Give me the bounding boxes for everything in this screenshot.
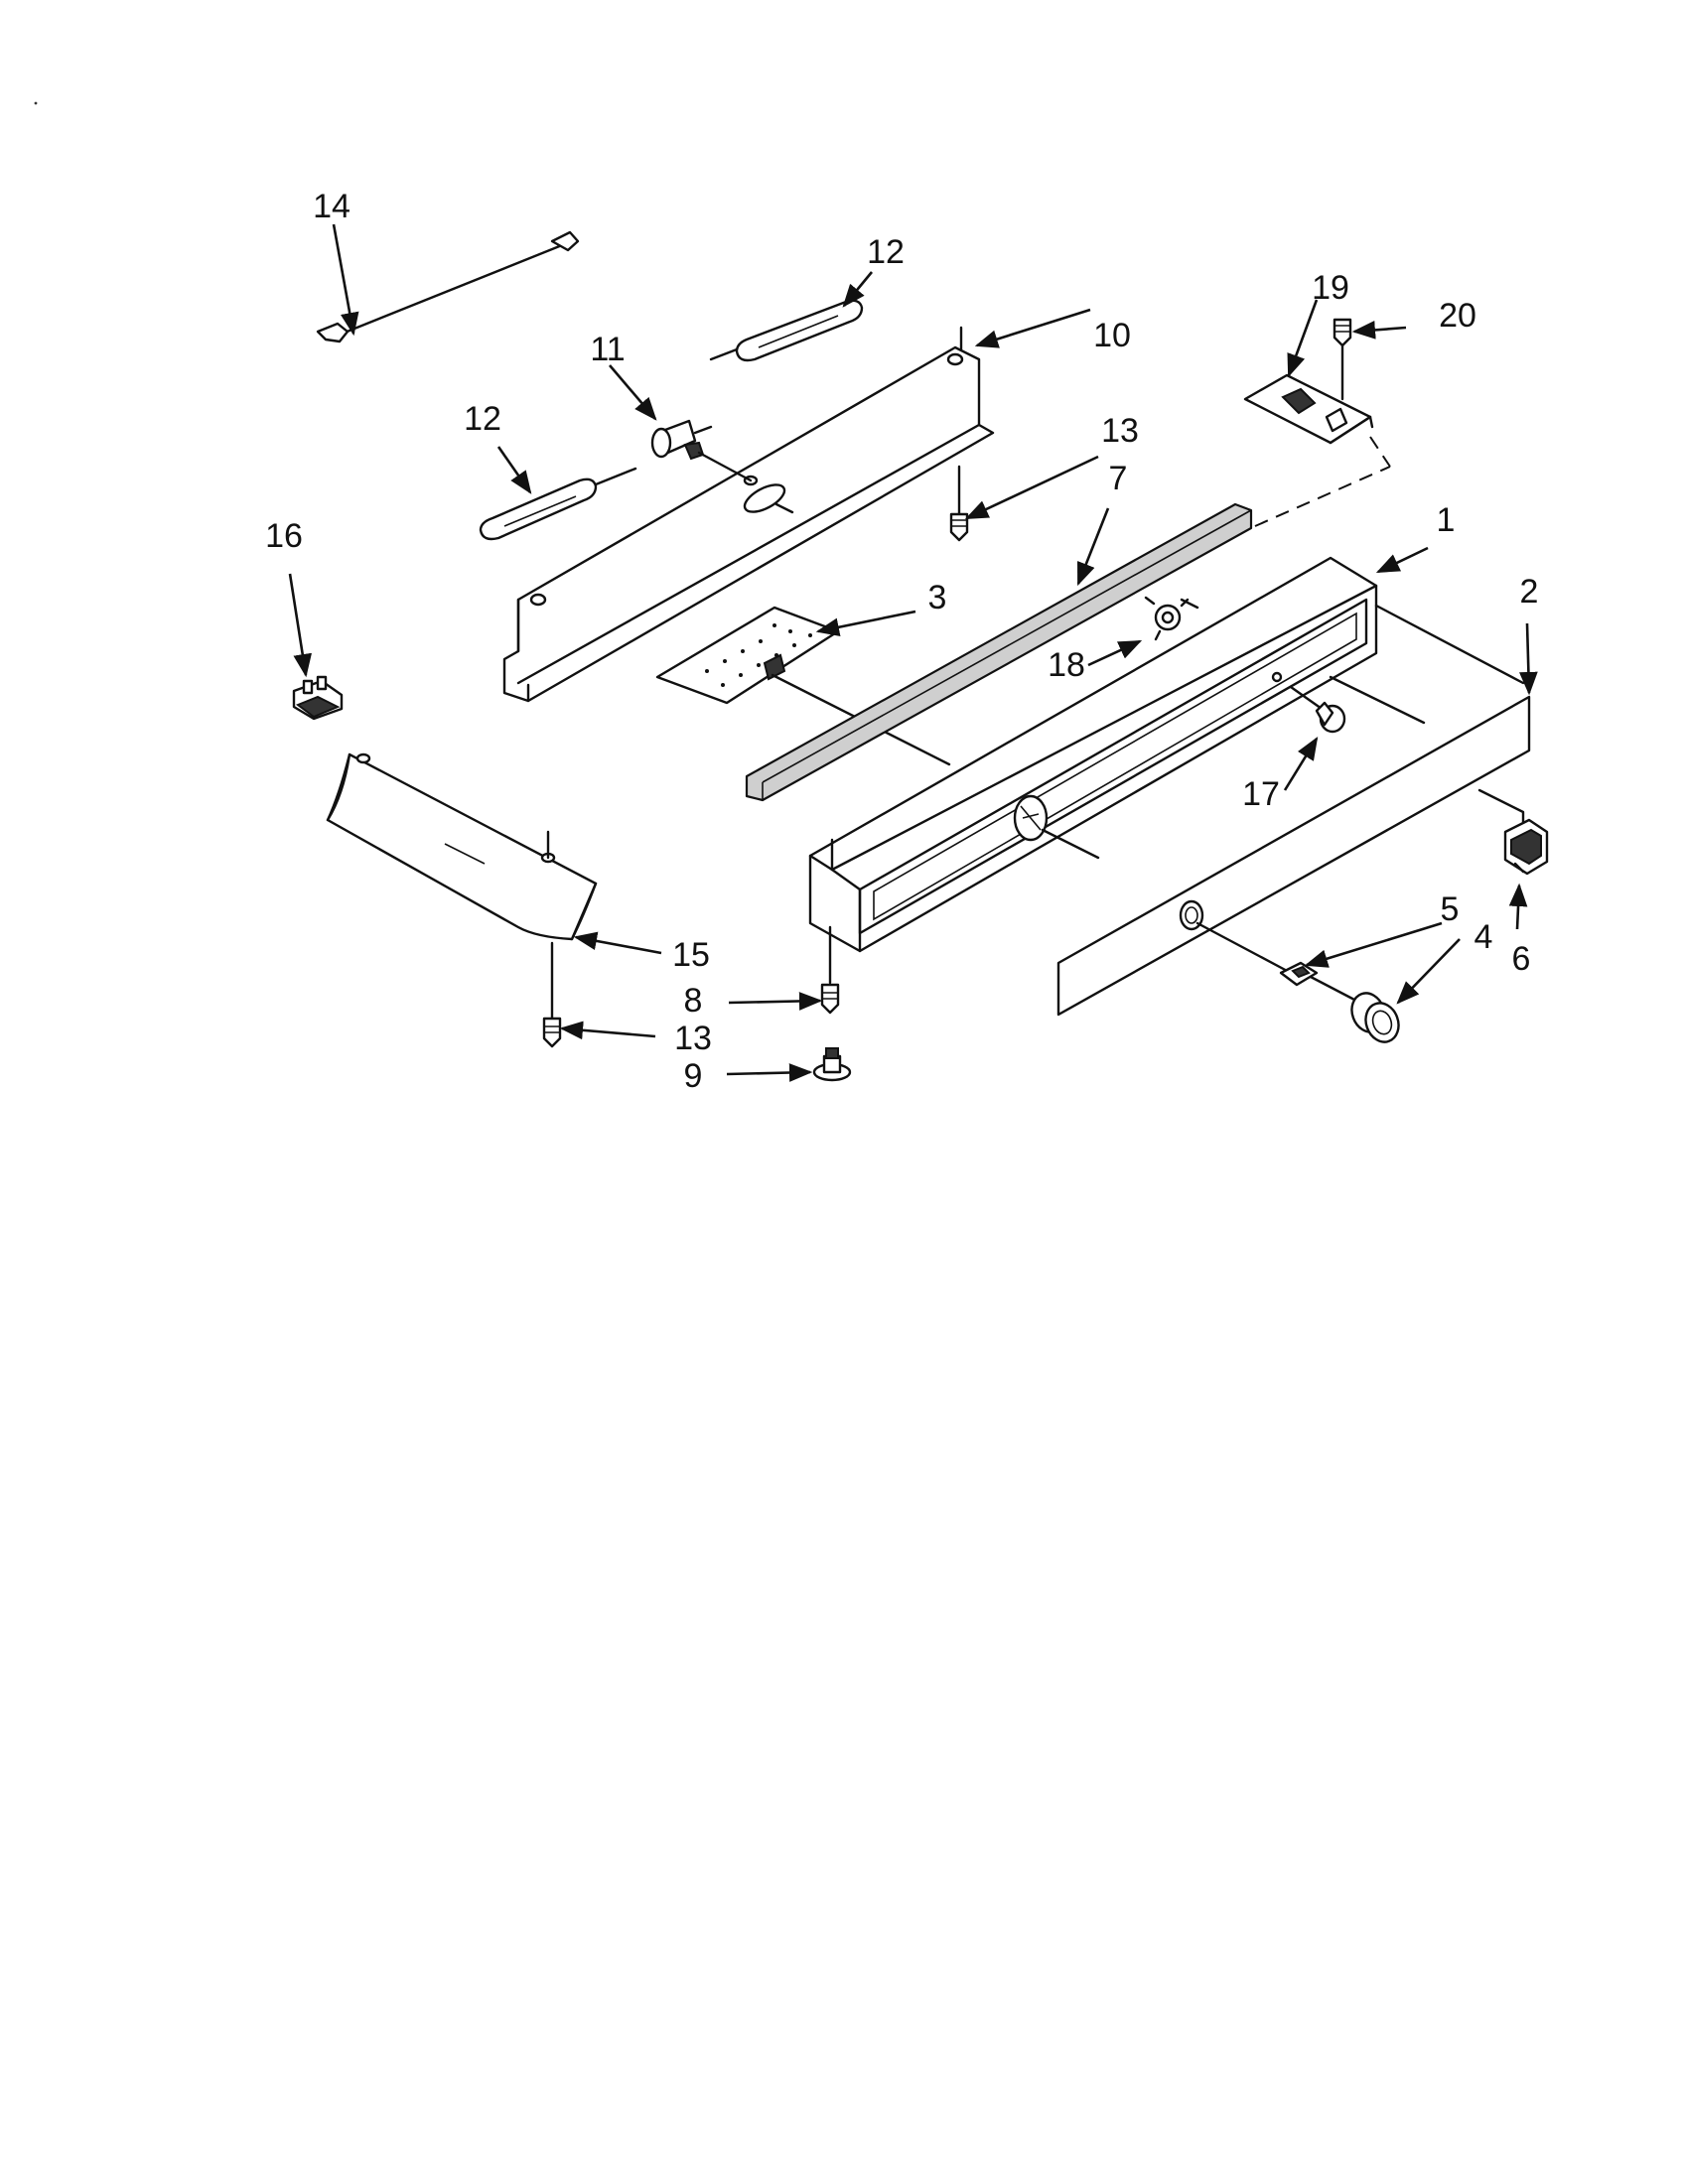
callout-20: 20 [1439, 297, 1476, 335]
callout-1: 1 [1437, 501, 1456, 539]
part-13-screw-lower [542, 1017, 562, 1048]
callout-14: 14 [313, 188, 351, 225]
callout-11: 11 [590, 331, 625, 368]
part-3-board [655, 606, 951, 766]
callout-labels: 14 12 10 11 12 13 7 1 16 3 2 18 17 19 20… [265, 188, 1538, 1095]
part-11-clip [650, 419, 713, 461]
callout-2: 2 [1520, 573, 1539, 611]
part-2-panel [1056, 695, 1531, 1017]
callout-9: 9 [684, 1057, 703, 1095]
part-5-clip [1279, 961, 1358, 1003]
part-10-bracket [502, 326, 995, 703]
part-1-housing [808, 556, 1525, 953]
part-19-relay [1243, 373, 1391, 468]
part-20-screw [1333, 318, 1352, 401]
part-9-foot [812, 1047, 852, 1082]
callout-5: 5 [1441, 890, 1460, 928]
callout-12-lower: 12 [464, 400, 501, 438]
callout-13-upper: 13 [1101, 412, 1139, 450]
leader-lines [288, 223, 1538, 1082]
part-4-knob [1350, 992, 1400, 1043]
speck [34, 101, 38, 105]
part-6-switch [1477, 788, 1549, 876]
callout-6: 6 [1512, 940, 1531, 978]
part-12-upper [709, 299, 864, 362]
callout-12-upper: 12 [867, 233, 905, 271]
part-15-deflector [326, 752, 598, 1021]
callout-16: 16 [265, 517, 303, 555]
callout-18: 18 [1048, 646, 1085, 684]
part-14-wire [316, 230, 580, 343]
part-8-screw [820, 925, 840, 1015]
callout-10: 10 [1093, 317, 1131, 354]
callout-8: 8 [684, 982, 703, 1020]
callout-3: 3 [928, 579, 947, 616]
part-16-terminal [292, 675, 344, 721]
callout-17: 17 [1242, 775, 1280, 813]
part-12-lower [479, 467, 637, 541]
part-13-screw-upper [949, 465, 969, 542]
callout-7: 7 [1109, 460, 1128, 497]
part-18-nut [1144, 596, 1190, 641]
callout-15: 15 [672, 936, 710, 974]
part-17-bulb [1289, 685, 1346, 734]
part-7-gasket [745, 466, 1391, 802]
callout-4: 4 [1474, 918, 1493, 956]
callout-13-lower: 13 [674, 1020, 712, 1057]
callout-19: 19 [1312, 269, 1349, 307]
